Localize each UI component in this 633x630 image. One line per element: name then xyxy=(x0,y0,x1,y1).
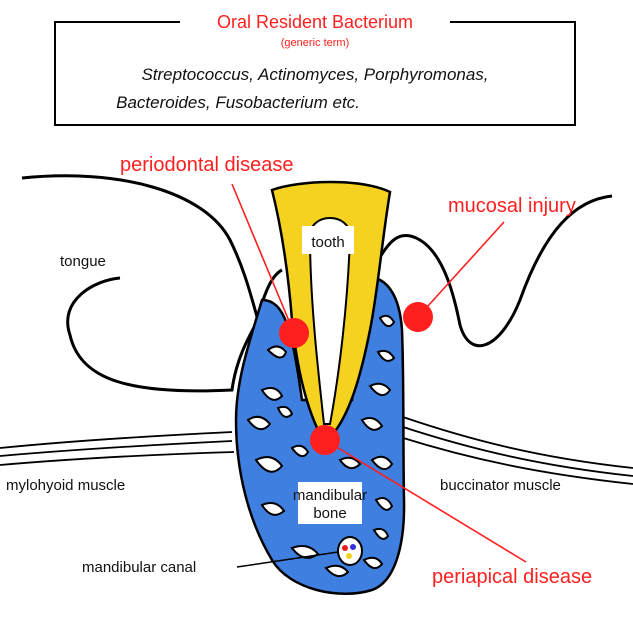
header-title: Oral Resident Bacterium xyxy=(217,12,413,32)
tooth-label: tooth xyxy=(311,234,344,251)
mandibular-canal-label: mandibular canal xyxy=(82,559,196,576)
mandibular-canal xyxy=(338,537,362,565)
mandibular-bone-label-1: mandibular xyxy=(293,487,367,504)
header-subtitle: (generic term) xyxy=(281,37,349,49)
buccinator-muscle-label: buccinator muscle xyxy=(440,477,561,494)
mucosal-injury-dot xyxy=(403,302,433,332)
mucosal-injury-label: mucosal injury xyxy=(448,195,576,217)
periapical-disease-label: periapical disease xyxy=(432,566,592,588)
buccinator-muscle-lines xyxy=(400,416,633,484)
tongue-label: tongue xyxy=(60,253,106,270)
tongue-outline xyxy=(22,176,258,391)
header-box: Oral Resident Bacterium (generic term) S… xyxy=(55,10,575,125)
periodontal-disease-label: periodontal disease xyxy=(120,154,293,176)
periodontal-disease-dot xyxy=(279,318,309,348)
species-line-2: Bacteroides, Fusobacterium etc. xyxy=(116,93,360,112)
species-line-1: Streptococcus, Actinomyces, Porphyromona… xyxy=(141,65,488,84)
periapical-disease-dot xyxy=(310,425,340,455)
mylohyoid-muscle-label: mylohyoid muscle xyxy=(6,477,125,494)
mucosal-pointer xyxy=(418,222,504,317)
mylohyoid-muscle-lines xyxy=(0,432,234,465)
mandibular-bone-label-2: bone xyxy=(313,505,346,522)
